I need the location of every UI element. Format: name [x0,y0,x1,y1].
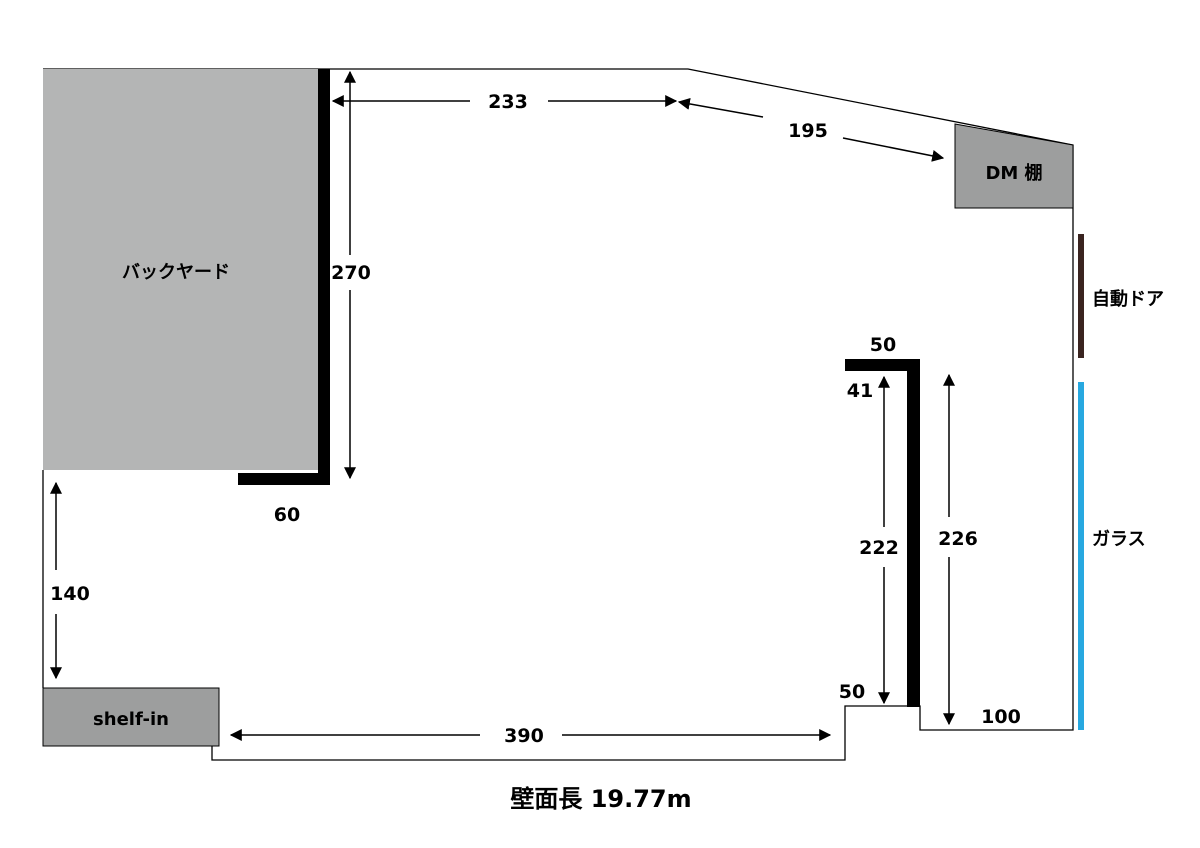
dim-left-gap: 140 [50,583,90,605]
shelf-in [42,687,220,747]
total-wall-length: 壁面長 19.77m [510,785,691,813]
dm-shelf [954,123,1074,209]
backyard-label: バックヤード [122,262,230,283]
dim-notch: 100 [981,706,1021,728]
pillar-wall [907,359,920,707]
backyard-wall [318,69,330,485]
auto-door-label: 自動ドア [1092,288,1164,310]
dim-diagonal-wall: 195 [788,120,828,142]
shelf-in-label: shelf-in [93,709,169,730]
auto-door [1078,234,1084,358]
dim-backyard-height: 270 [331,262,371,284]
dim-top-wall: 233 [488,91,528,113]
backyard-area [43,69,318,470]
outer-wall-outline [43,68,1074,761]
dim-bottom-wall: 390 [504,725,544,747]
glass-label: ガラス [1092,529,1146,550]
dim-pillar-offset: 41 [847,380,873,402]
backyard-stub-wall [238,473,330,485]
dim-backyard-stub: 60 [274,504,300,526]
glass-wall [1078,382,1084,730]
dim-pillar-outer: 226 [938,528,978,550]
dim-pillar-top: 50 [870,334,896,356]
dim-pillar-inner: 222 [859,537,899,559]
dim-diagonal-arrow-left [677,97,764,118]
dim-step: 50 [839,681,865,703]
dm-shelf-label: DM 棚 [985,162,1042,184]
dim-diagonal-arrow-right [842,137,945,162]
pillar-top-wall [845,359,920,371]
